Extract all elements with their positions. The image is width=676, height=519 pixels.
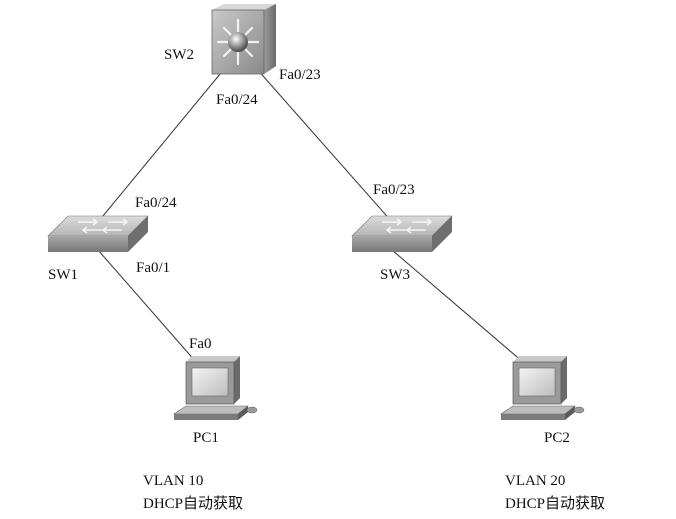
- pc-icon: [500, 356, 585, 420]
- dhcp-note: DHCP自动获取: [143, 495, 243, 512]
- switch-icon: [47, 215, 149, 252]
- multilayer-switch-icon: [211, 4, 276, 75]
- port-label: Fa0/23: [279, 67, 321, 83]
- port-label: Fa0/1: [136, 260, 170, 276]
- port-label: Fa0/24: [216, 92, 258, 108]
- link-sw1-pc1: [97, 249, 197, 363]
- port-label: Fa0/23: [373, 182, 415, 198]
- dhcp-note: DHCP自动获取: [505, 495, 605, 512]
- link-sw3-pc2: [391, 249, 524, 363]
- link-sw2-sw1: [97, 67, 226, 223]
- switch-icon: [351, 215, 453, 252]
- vlan-note: VLAN 20: [505, 473, 565, 489]
- device-label-sw3: SW3: [380, 267, 410, 283]
- device-label-pc2: PC2: [544, 430, 570, 446]
- link-sw2-sw3: [255, 67, 393, 223]
- pc-icon: [173, 356, 258, 420]
- port-label: Fa0: [189, 336, 212, 352]
- device-label-sw2: SW2: [164, 47, 194, 63]
- device-label-pc1: PC1: [193, 430, 219, 446]
- device-label-sw1: SW1: [48, 267, 78, 283]
- vlan-note: VLAN 10: [143, 473, 203, 489]
- port-label: Fa0/24: [135, 195, 177, 211]
